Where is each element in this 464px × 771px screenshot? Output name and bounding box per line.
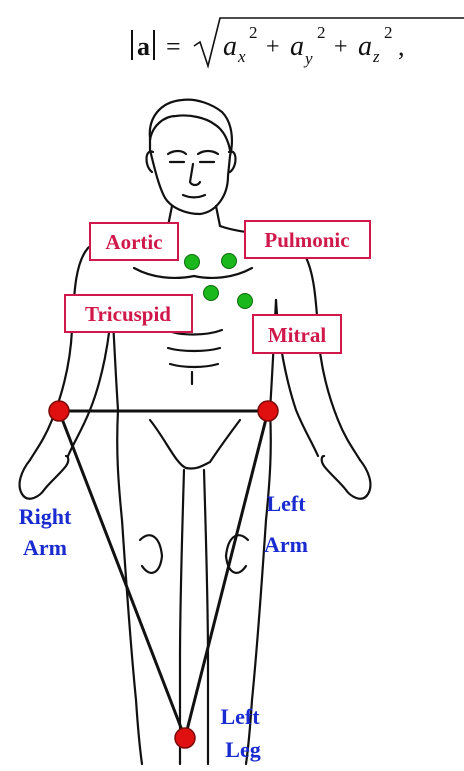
leg-right-inner: [204, 470, 208, 764]
point-tricuspid: [204, 286, 219, 301]
lead-ii-line: [59, 411, 185, 738]
nose: [190, 164, 200, 185]
label-mitral: Mitral: [268, 323, 326, 347]
einthoven-triangle: [59, 411, 268, 738]
label-right-arm-2: Arm: [23, 535, 67, 560]
electrode-left-arm: [258, 401, 278, 421]
label-pulmonic: Pulmonic: [264, 228, 349, 252]
electrode-left-leg: [175, 728, 195, 748]
eyebrows: [168, 151, 218, 154]
label-aortic: Aortic: [105, 230, 162, 254]
leg-left-outer: [122, 520, 142, 764]
knee-left: [140, 535, 162, 573]
label-left-arm-1: Left: [266, 491, 306, 516]
hand-right: [322, 456, 371, 499]
electrodes: [49, 401, 278, 748]
torso-left: [30, 226, 168, 460]
label-left-arm-2: Arm: [264, 532, 308, 557]
label-tricuspid: Tricuspid: [85, 302, 171, 326]
limb-labels: Right Arm Left Arm Left Leg: [19, 491, 308, 762]
point-aortic: [185, 255, 200, 270]
hair: [150, 115, 230, 150]
groin: [150, 420, 240, 469]
leg-left-inner: [180, 470, 184, 764]
label-left-leg-2: Leg: [225, 737, 260, 762]
auscultation-labels: Aortic Pulmonic Tricuspid Mitral: [65, 221, 370, 353]
point-pulmonic: [222, 254, 237, 269]
label-right-arm-1: Right: [19, 504, 72, 529]
heart-points: [185, 254, 253, 309]
label-left-leg-1: Left: [220, 704, 260, 729]
electrode-right-arm: [49, 401, 69, 421]
point-mitral: [238, 294, 253, 309]
abdomen: [166, 330, 222, 367]
body-outline: [20, 100, 371, 764]
mouth: [183, 195, 205, 197]
hand-left: [20, 456, 69, 499]
lead-iii-line: [185, 411, 268, 738]
